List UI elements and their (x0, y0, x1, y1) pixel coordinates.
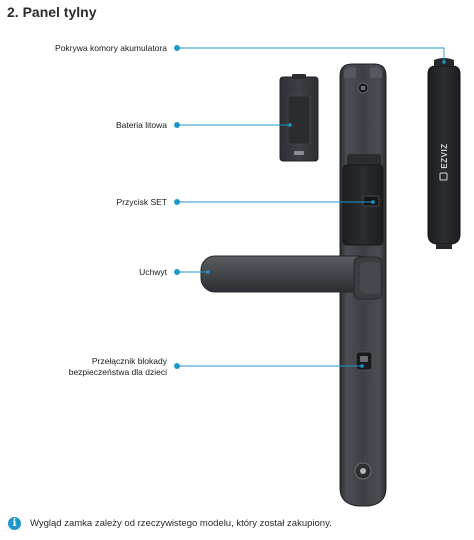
callout-end-dots (206, 60, 446, 368)
label-battery-cover: Pokrywa komory akumulatora (55, 43, 167, 53)
lithium-battery (279, 74, 319, 162)
footer-note: i Wygląd zamka zależy od rzeczywistego m… (8, 517, 332, 530)
label-lithium-battery: Bateria litowa (115, 120, 167, 130)
label-set-button: Przycisk SET (116, 197, 167, 207)
label-child-lock-line2: bezpieczeństwa dla dzieci (68, 367, 167, 377)
callout-lines (177, 47, 445, 367)
handle (200, 255, 383, 300)
info-icon: i (8, 517, 21, 530)
child-lock-switch (355, 351, 373, 371)
label-child-lock-line1: Przełącznik blokady (91, 356, 167, 366)
callout-dots (174, 45, 180, 369)
page-title: 2. Panel tylny (7, 4, 97, 20)
label-child-lock: Przełącznik blokady bezpieczeństwa dla d… (69, 356, 167, 378)
keyhole (354, 462, 372, 480)
ezviz-logo: EZVIZ (439, 143, 449, 181)
note-text: Wygląd zamka zależy od rzeczywistego mod… (30, 518, 332, 529)
svg-text:EZVIZ: EZVIZ (440, 143, 449, 168)
set-button (362, 195, 380, 207)
label-handle: Uchwyt (139, 267, 167, 277)
